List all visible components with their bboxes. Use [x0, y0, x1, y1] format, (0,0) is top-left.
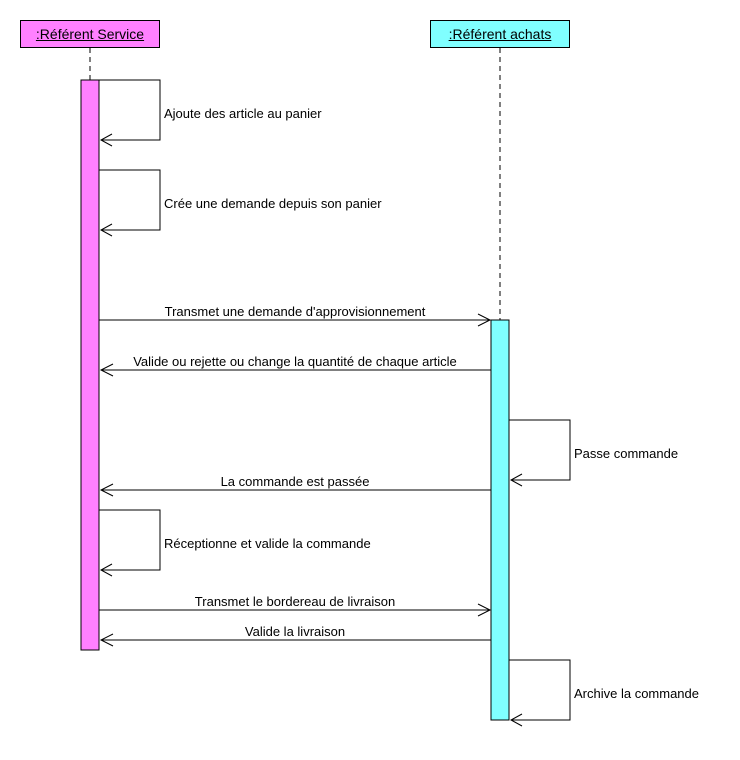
message-label: Réceptionne et valide la commande	[164, 536, 371, 551]
activation-bar-achats	[490, 319, 510, 721]
message-label: Valide la livraison	[244, 624, 346, 639]
message-m4-arrow	[99, 363, 491, 377]
participant-label: :Référent Service	[35, 26, 145, 42]
message-label: Ajoute des article au panier	[164, 106, 322, 121]
participant-referent-service: :Référent Service	[20, 20, 160, 48]
message-label: Archive la commande	[574, 686, 699, 701]
message-m8-arrow	[99, 603, 492, 617]
message-label: Crée une demande depuis son panier	[164, 196, 382, 211]
message-m6-arrow	[99, 483, 491, 497]
message-label: Transmet le bordereau de livraison	[194, 594, 396, 609]
participant-label: :Référent achats	[448, 26, 552, 42]
message-m9-arrow	[99, 633, 491, 647]
message-m2-arrow	[99, 169, 161, 237]
message-label: La commande est passée	[220, 474, 370, 489]
participant-referent-achats: :Référent achats	[430, 20, 570, 48]
message-m5-arrow	[509, 419, 571, 487]
message-m3-arrow	[99, 313, 492, 327]
message-m1-arrow	[99, 79, 161, 147]
message-label: Valide ou rejette ou change la quantité …	[133, 354, 457, 369]
message-m7-arrow	[99, 509, 161, 577]
activation-bar-service	[80, 79, 100, 651]
message-label: Transmet une demande d'approvisionnement	[164, 304, 426, 319]
message-m10-arrow	[509, 659, 571, 727]
message-label: Passe commande	[574, 446, 679, 461]
